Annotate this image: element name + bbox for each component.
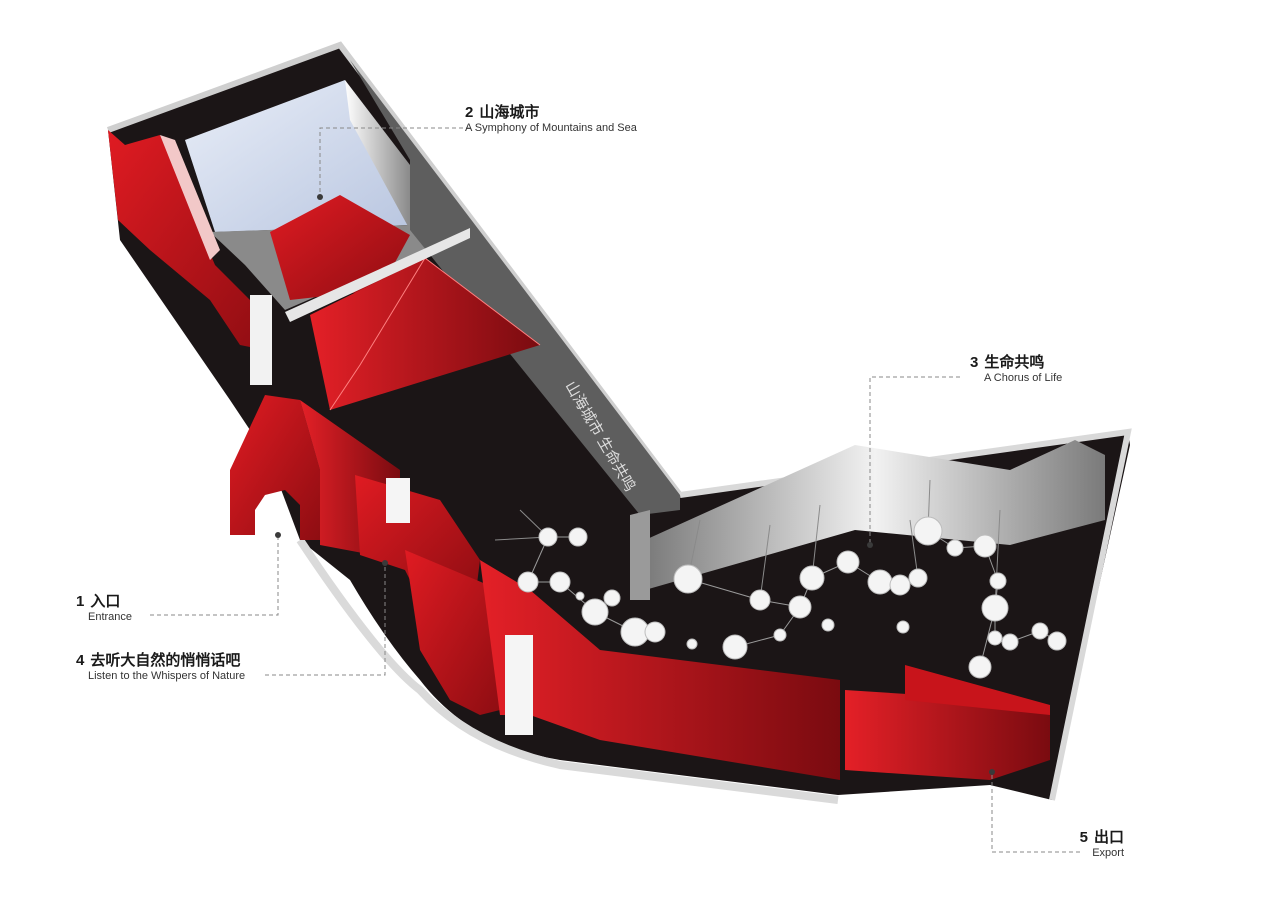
hanging-sphere	[773, 628, 787, 642]
left-red-panel	[160, 135, 220, 260]
hanging-sphere	[973, 534, 997, 558]
hanging-spheres	[494, 479, 1067, 679]
entrance-arch	[230, 395, 320, 540]
leader-entrance	[150, 535, 279, 616]
hanging-sphere	[788, 595, 812, 619]
hanging-sphere	[946, 539, 964, 557]
hanging-sphere	[987, 630, 1003, 646]
hanging-sphere	[836, 550, 860, 574]
hanging-sphere	[981, 594, 1009, 622]
leader-lines	[150, 127, 1080, 853]
hanging-sphere	[538, 527, 558, 547]
hanging-sphere	[889, 574, 911, 596]
hanging-sphere	[867, 569, 893, 595]
room3-side-wall	[630, 510, 650, 600]
divider-wall	[285, 228, 470, 322]
zigzag-wall	[405, 550, 500, 715]
leader-exit	[991, 772, 1080, 853]
hanging-sphere	[989, 572, 1007, 590]
hanging-sphere	[908, 568, 928, 588]
exit-red-panel	[905, 665, 1050, 715]
hanging-sphere	[749, 589, 771, 611]
long-red-wall	[480, 560, 840, 780]
hanging-sphere	[1001, 633, 1019, 651]
callout-subtitle: Entrance	[88, 611, 133, 624]
callout-subtitle: Listen to the Whispers of Nature	[88, 670, 246, 683]
hanging-sphere	[644, 621, 666, 643]
leader-mountains	[319, 127, 470, 197]
white-pillar-3	[505, 635, 533, 735]
hanging-sphere	[896, 620, 910, 634]
white-pillar-1	[250, 295, 272, 385]
callout-subtitle: A Chorus of Life	[984, 372, 1063, 385]
hanging-sphere	[603, 589, 621, 607]
corridor-right-wall	[350, 60, 680, 515]
hanging-sphere	[968, 655, 992, 679]
hanging-sphere	[581, 598, 609, 626]
curved-base-edge	[296, 537, 839, 804]
sphere-string	[994, 509, 1001, 609]
callout-subtitle: Export	[1092, 847, 1124, 860]
outer-wall-edge	[106, 41, 683, 497]
hanging-sphere	[799, 565, 825, 591]
hanging-sphere	[686, 638, 698, 650]
leader-chorus	[869, 376, 960, 545]
leader-whispers	[265, 563, 386, 676]
leader-dots	[275, 194, 995, 775]
red-pyramid	[310, 258, 540, 410]
sphere-string	[759, 524, 771, 601]
hanging-sphere	[517, 571, 539, 593]
pyramid-edge	[329, 257, 426, 411]
hanging-sphere	[1047, 631, 1067, 651]
room2-side-wall	[345, 80, 410, 230]
room3-back-wall	[645, 440, 1105, 590]
hanging-sphere	[913, 516, 943, 546]
hanging-sphere	[575, 591, 585, 601]
left-red-wall	[108, 130, 270, 350]
exit-red-wall	[845, 690, 1050, 780]
sphere-string	[909, 519, 919, 579]
hanging-sphere	[568, 527, 588, 547]
white-pillar-2	[386, 478, 410, 523]
hanging-sphere	[722, 634, 748, 660]
hanging-sphere	[673, 564, 703, 594]
pyramid-edge2	[424, 257, 541, 346]
hanging-sphere	[1031, 622, 1049, 640]
hanging-sphere	[821, 618, 835, 632]
callout-subtitle: A Symphony of Mountains and Sea	[465, 122, 637, 135]
hanging-sphere	[549, 571, 571, 593]
